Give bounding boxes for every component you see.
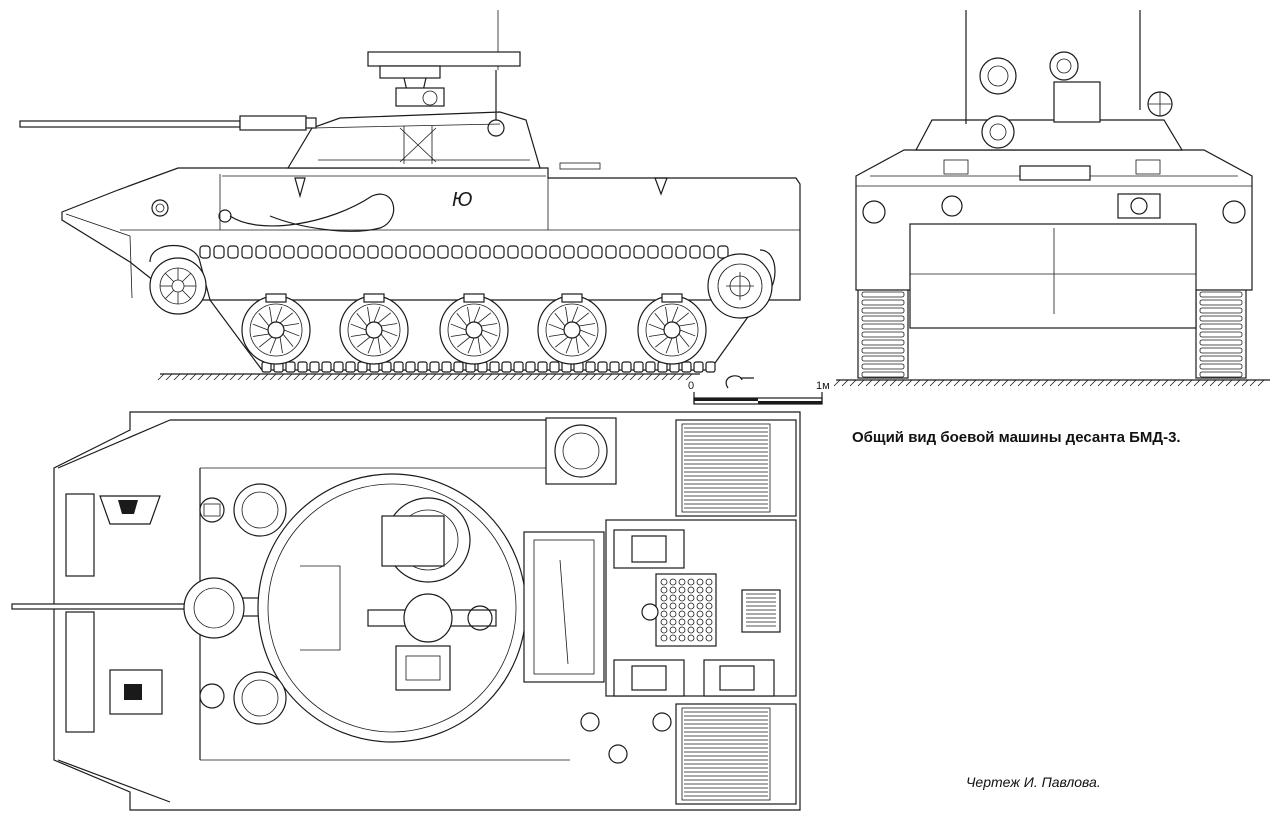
scale-zero-label: 0	[688, 380, 694, 392]
drawing-caption: Общий вид боевой машины десанта БМД-3.	[852, 429, 1181, 446]
front-view	[833, 10, 1270, 387]
idler-wheel	[707, 253, 773, 319]
right-headlight	[1222, 200, 1246, 224]
side-fittings: Ю	[151, 177, 668, 232]
main-gun-barrel	[19, 115, 317, 131]
svg-text:Ю: Ю	[452, 189, 472, 211]
engine-deck	[580, 419, 797, 805]
commander-cupola	[545, 417, 617, 485]
front-turret	[915, 119, 1184, 151]
front-track-left	[857, 285, 909, 379]
top-turret	[257, 473, 527, 743]
front-track-right	[1195, 285, 1247, 379]
drive-sprocket	[149, 257, 207, 315]
side-hull	[61, 167, 801, 301]
scale-bar: 0 1м	[688, 375, 830, 405]
front-searchlight	[979, 57, 1017, 95]
front-plate	[909, 223, 1197, 329]
side-track-upper	[199, 245, 729, 259]
atgm-launcher	[367, 51, 521, 107]
drawing-credit: Чертеж И. Павлова.	[966, 774, 1101, 790]
turret-hatch-detail	[399, 126, 437, 164]
crew-hatches	[183, 483, 287, 725]
side-track-lower	[261, 361, 716, 373]
top-view	[11, 411, 801, 811]
side-view: Ю	[19, 10, 830, 405]
scale-end-label: 1м	[816, 380, 830, 392]
left-headlight	[862, 200, 886, 224]
ground-line	[157, 373, 700, 381]
rear-hatch	[523, 531, 605, 683]
road-wheels	[241, 293, 707, 365]
